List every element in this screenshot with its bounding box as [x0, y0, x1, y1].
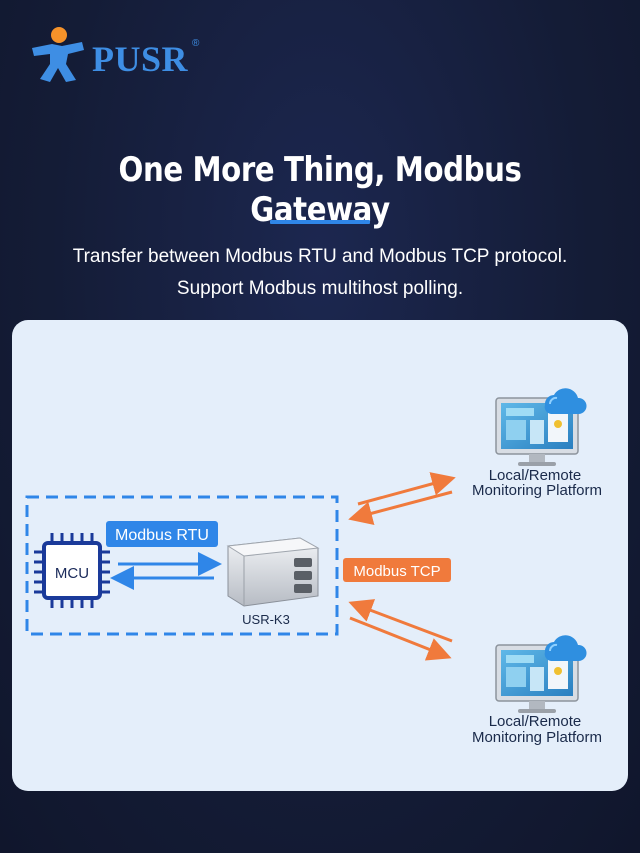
tcp-arrow-upper-in: [348, 490, 453, 525]
brand-name: PUSR: [92, 39, 189, 79]
description-line-2: Support Modbus multihost polling.: [176, 278, 464, 299]
monitor-cloud-icon-lower: [495, 635, 587, 713]
modbus-tcp-badge: [343, 558, 451, 582]
registered-mark: ®: [192, 38, 200, 49]
platform-upper-line1: Local/Remote: [489, 467, 582, 484]
tcp-arrow-upper-out: [357, 472, 456, 506]
usr-k3-device-icon: [226, 537, 320, 607]
platform-lower-line2: Monitoring Platform: [472, 729, 602, 746]
title-underline: [270, 220, 370, 224]
mcu-chip-icon: [34, 533, 110, 608]
modbus-rtu-label: Modbus RTU: [115, 527, 209, 544]
description-line-1: Transfer between Modbus RTU and Modbus T…: [72, 246, 568, 267]
tcp-arrow-lower-out: [349, 616, 452, 661]
modbus-rtu-badge: [106, 521, 218, 547]
tcp-arrow-lower-in: [348, 599, 453, 643]
device-label: USR-K3: [242, 612, 290, 627]
pusr-logo-icon: [32, 27, 84, 82]
modbus-tcp-label: Modbus TCP: [353, 563, 440, 580]
gateway-boundary: [25, 495, 339, 636]
platform-upper-line2: Monitoring Platform: [472, 482, 602, 499]
monitor-cloud-icon-upper: [495, 388, 587, 466]
platform-lower-line1: Local/Remote: [489, 713, 582, 730]
mcu-label: MCU: [55, 565, 89, 582]
